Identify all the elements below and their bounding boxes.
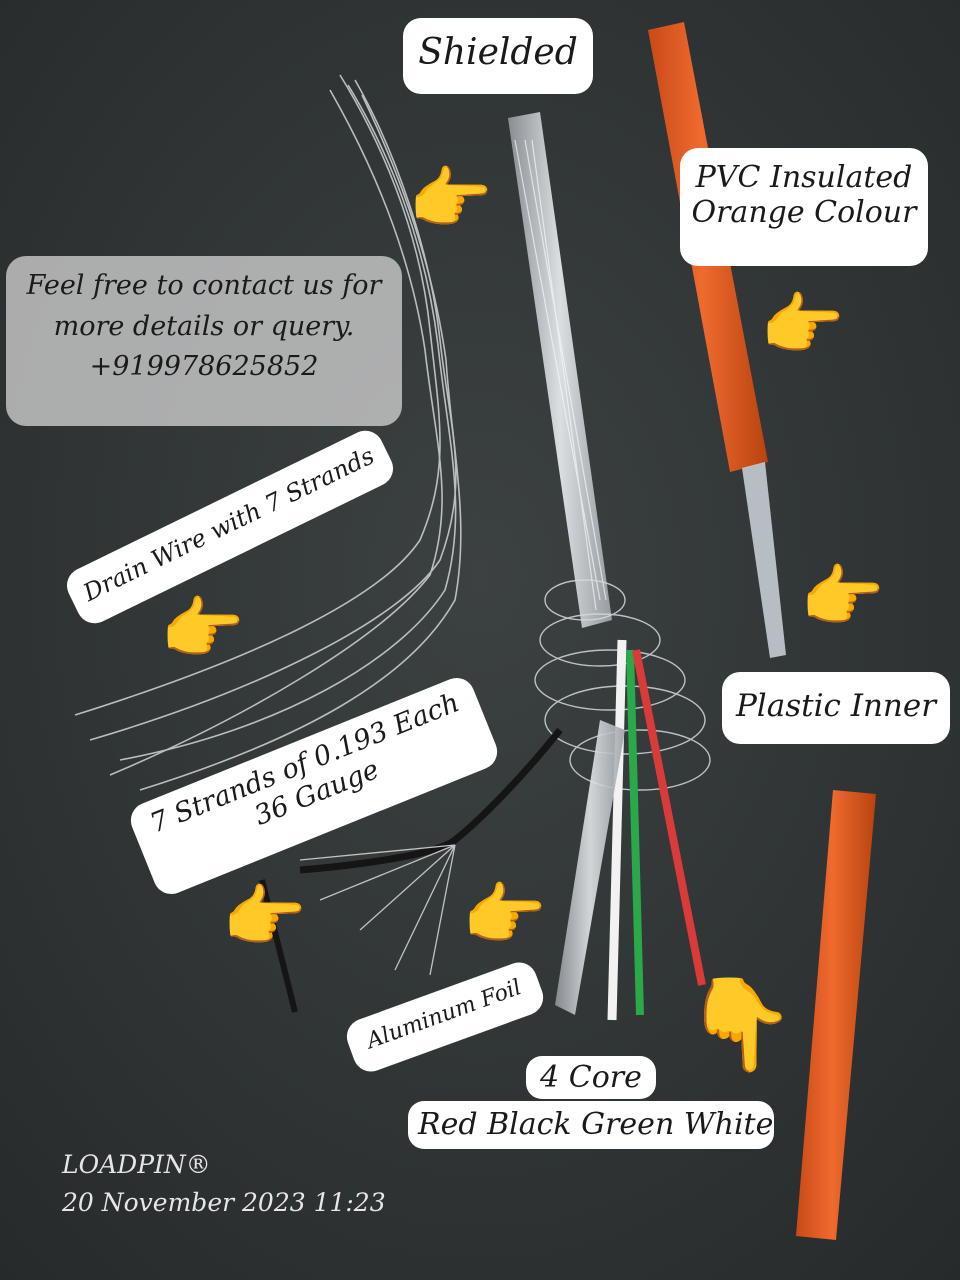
pvc-insulated-label: PVC Insulated Orange Colour xyxy=(680,148,928,266)
pvc-label-line2: Orange Colour xyxy=(691,195,917,231)
core-green xyxy=(626,649,644,1016)
pointing-hand-icon: 👉 xyxy=(462,876,547,955)
black-wire-piece xyxy=(259,879,298,1013)
watermark-datetime: 20 November 2023 11:23 xyxy=(62,1188,386,1217)
core-white xyxy=(607,639,627,1021)
plastic-inner-label-text: Plastic Inner xyxy=(735,688,937,724)
pvc-label-line1: PVC Insulated xyxy=(695,160,913,195)
pointing-hand-icon: 👉 xyxy=(760,286,845,365)
core-black xyxy=(299,727,563,874)
watermark-brand: LOADPIN® xyxy=(62,1150,211,1179)
aluminum-foil-strip xyxy=(555,720,625,1015)
contact-phone: +919978625852 xyxy=(89,351,319,382)
contact-line1: Feel free to contact us for xyxy=(26,270,382,301)
four-core-label-line1: 4 Core xyxy=(526,1056,656,1100)
drain-wire-strands xyxy=(74,74,462,791)
shielded-label: Shielded xyxy=(403,18,593,94)
shielded-label-text: Shielded xyxy=(418,32,578,73)
plastic-inner-label: Plastic Inner xyxy=(722,672,950,744)
contact-line2: more details or query. xyxy=(53,310,355,342)
core-red xyxy=(632,649,706,986)
braid-texture xyxy=(514,139,607,611)
pointing-hand-icon: 👉 xyxy=(408,160,493,239)
pointing-hand-icon: 👉 xyxy=(800,558,885,637)
contact-note: Feel free to contact us for more details… xyxy=(6,256,402,426)
orange-tube-lower xyxy=(796,790,876,1240)
pointing-hand-icon: 👉 xyxy=(160,590,245,669)
four-core-label: 4 Core Red Black Green White xyxy=(408,1042,774,1160)
plastic-inner xyxy=(742,462,786,658)
black-core-strands xyxy=(299,844,456,976)
frayed-braid xyxy=(534,579,711,791)
pointing-hand-icon: 👉 xyxy=(222,878,307,957)
pointing-down-hand-icon: 👇 xyxy=(684,972,797,1077)
four-core-label-line2: Red Black Green White xyxy=(408,1101,774,1149)
